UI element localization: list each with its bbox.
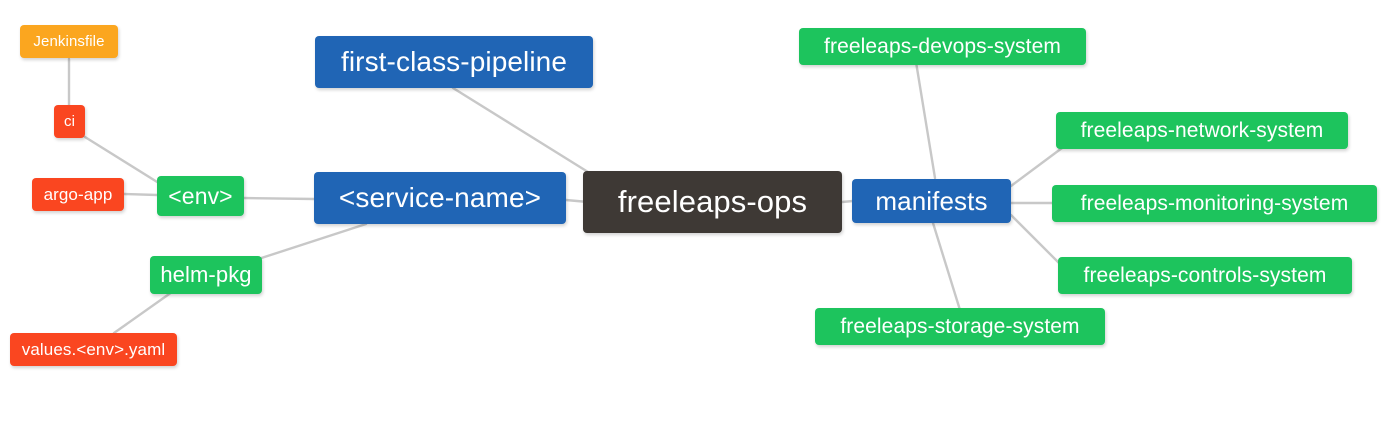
node-controls-system-label: freeleaps-controls-system xyxy=(1083,263,1327,287)
node-env[interactable]: <env> xyxy=(157,176,244,216)
node-helm-pkg-label: helm-pkg xyxy=(160,262,252,287)
node-monitoring-system-label: freeleaps-monitoring-system xyxy=(1080,191,1349,215)
edge-env-argo-app xyxy=(122,192,159,197)
node-values-yaml-label: values.<env>.yaml xyxy=(21,339,166,359)
node-service-name[interactable]: <service-name> xyxy=(314,172,566,224)
node-first-class-pipeline[interactable]: first-class-pipeline xyxy=(315,36,593,88)
node-argo-app[interactable]: argo-app xyxy=(32,178,124,211)
node-manifests-label: manifests xyxy=(875,185,988,216)
node-first-class-pipeline-label: first-class-pipeline xyxy=(340,46,568,77)
node-ci[interactable]: ci xyxy=(54,105,85,138)
node-storage-system-label: freeleaps-storage-system xyxy=(840,314,1080,338)
edge-helm-pkg-values-yaml xyxy=(112,290,174,335)
node-devops-system-label: freeleaps-devops-system xyxy=(824,34,1061,58)
edge-service-name-env xyxy=(241,196,316,201)
node-ci-label: ci xyxy=(63,113,76,130)
node-devops-system[interactable]: freeleaps-devops-system xyxy=(799,28,1086,65)
node-root-label: freeleaps-ops xyxy=(617,184,808,219)
node-env-label: <env> xyxy=(168,182,233,209)
node-jenkinsfile[interactable]: Jenkinsfile xyxy=(20,25,118,58)
edge-root-first-class-pipeline xyxy=(451,86,590,174)
node-network-system-label: freeleaps-network-system xyxy=(1080,118,1324,142)
node-values-yaml[interactable]: values.<env>.yaml xyxy=(10,333,177,366)
node-monitoring-system[interactable]: freeleaps-monitoring-system xyxy=(1052,185,1377,222)
edge-manifests-storage-system xyxy=(931,221,962,312)
node-manifests[interactable]: manifests xyxy=(852,179,1011,223)
node-jenkinsfile-label: Jenkinsfile xyxy=(33,33,105,50)
node-helm-pkg[interactable]: helm-pkg xyxy=(150,256,262,294)
edge-manifests-controls-system xyxy=(1009,213,1064,268)
edge-manifests-network-system xyxy=(1009,146,1064,188)
node-service-name-label: <service-name> xyxy=(338,182,542,213)
node-controls-system[interactable]: freeleaps-controls-system xyxy=(1058,257,1352,294)
node-storage-system[interactable]: freeleaps-storage-system xyxy=(815,308,1105,345)
edge-manifests-devops-system xyxy=(914,60,937,180)
node-argo-app-label: argo-app xyxy=(43,184,113,204)
node-network-system[interactable]: freeleaps-network-system xyxy=(1056,112,1348,149)
node-root[interactable]: freeleaps-ops xyxy=(583,171,842,233)
